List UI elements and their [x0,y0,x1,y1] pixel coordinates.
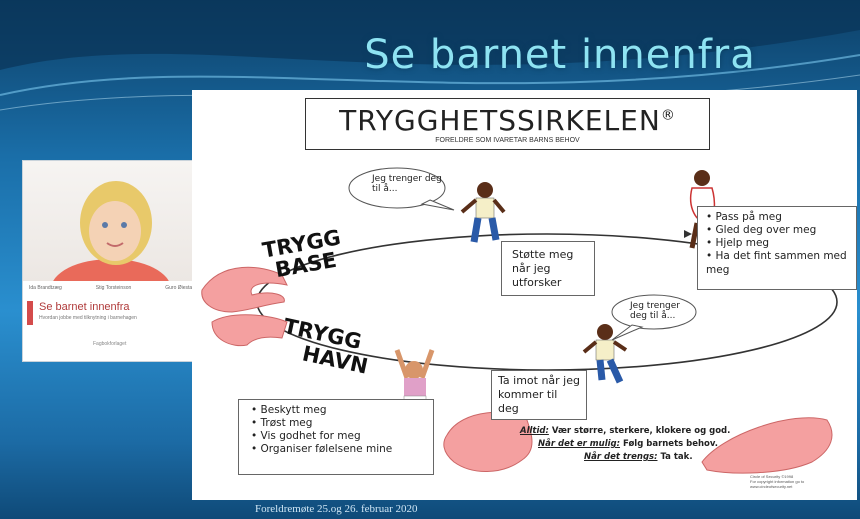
diagram-subtitle: FORELDRE SOM IVARETAR BARNS BEHOV [435,137,580,144]
speech-bubble-top [348,167,446,209]
speech-top-text: Jeg trenger deg til å... [372,174,442,195]
book-title: Se barnet innenfra [39,301,130,313]
guidance-needed-label: Når det trengs: [584,452,658,462]
support-explore-box: Støtte meg når jeg utforsker [501,241,595,296]
child-photo [23,161,197,319]
credit-line: Circle of Security ©1998 [750,474,794,479]
need-item: Hjelp meg [706,237,848,250]
need-item: Gled deg over meg [706,224,848,237]
left-hand-top [201,266,288,313]
book-author: Ida Brandtzæg [29,285,62,291]
guidance-possible-text: Følg barnets behov. [622,439,718,449]
speech-bubble-right [611,294,697,330]
book-cover: Ida Brandtzæg Stig Torsteinson Guro Øies… [22,160,198,362]
book-accent-bar [27,301,33,325]
registered-mark: ® [660,107,676,124]
diagram-title-text: TRYGGHETSSIRKELEN [339,104,661,137]
speech-right-text: Jeg trenger deg til å... [630,301,680,322]
child-bottom-right [582,324,628,384]
need-item: Vis godhet for meg [251,430,421,443]
guidance-possible: Når det er mulig: Følg barnets behov. [538,439,718,449]
top-needs-list: Pass på meg Gled deg over meg Hjelp meg … [697,206,857,290]
slide-footer: Foreldremøte 25.og 26. februar 2020 [255,503,418,515]
guidance-always: Alltid: Vær større, sterkere, klokere og… [520,426,730,436]
receive-me-box: Ta imot når jeg kommer til deg [491,370,587,420]
guidance-possible-label: Når det er mulig: [538,439,621,449]
book-subtitle: Hvordan jobbe med tilknytning i barnehag… [39,315,137,321]
credit-line: For copyright information go to [750,478,805,484]
guidance-always-label: Alltid: [520,426,549,436]
arrow-head-top [684,230,692,238]
book-publisher: Fagbokforlaget [93,341,127,347]
diagram-title: TRYGGHETSSIRKELEN® [306,104,709,137]
child-top-left [460,182,506,243]
book-author: Guro Øiestad [165,285,195,291]
book-author: Stig Torsteinson [95,285,132,291]
need-item: Organiser følelsene mine [251,443,421,456]
guidance-always-text: Vær større, sterkere, klokere og god. [551,426,731,436]
left-hand-bottom [211,314,288,347]
need-item: Trøst meg [251,417,421,430]
slide-title: Se barnet innenfra [364,32,756,78]
credit-line: www.circleofsecurity.net [750,483,793,489]
diagram-title-box: TRYGGHETSSIRKELEN® FORELDRE SOM IVARETAR… [305,98,710,150]
right-hands-right [701,417,833,474]
book-authors: Ida Brandtzæg Stig Torsteinson Guro Øies… [29,285,195,291]
bottom-needs-list: Beskytt meg Trøst meg Vis godhet for meg… [238,399,434,475]
right-hands-left [443,411,533,472]
guidance-needed-text: Ta tak. [660,452,693,462]
copyright-credit: Circle of Security ©1998 For copyright i… [750,474,805,489]
need-item: Ha det fint sammen med meg [706,250,848,276]
need-item: Beskytt meg [251,404,421,417]
guidance-needed: Når det trengs: Ta tak. [584,452,693,462]
need-item: Pass på meg [706,211,848,224]
